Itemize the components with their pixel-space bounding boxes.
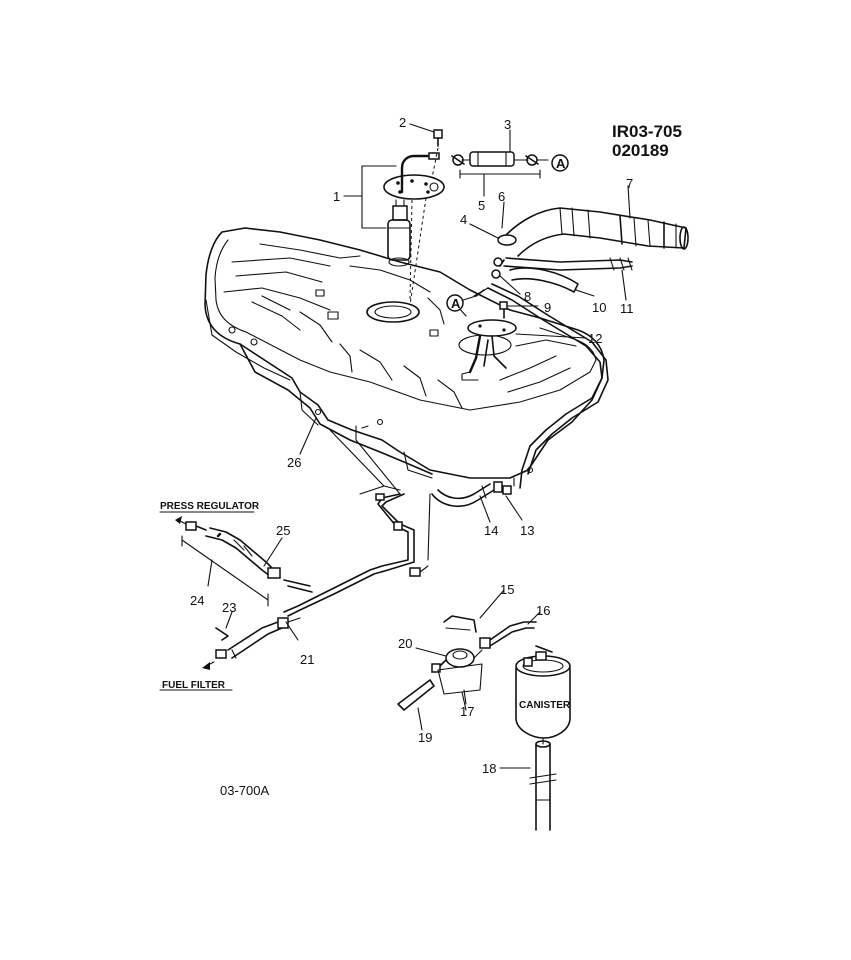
connector-a-label: A — [451, 296, 461, 311]
callout-26: 26 — [287, 455, 301, 470]
callout-8: 8 — [524, 289, 531, 304]
canister-assembly — [397, 615, 571, 831]
callout-12: 12 — [588, 331, 602, 346]
fuel-filter-label: FUEL FILTER — [162, 680, 226, 691]
callout-25: 25 — [276, 523, 290, 538]
fuel-lines — [473, 283, 609, 489]
hoses-13-14 — [427, 477, 515, 561]
callout-21: 21 — [300, 652, 314, 667]
callout-20: 20 — [398, 636, 412, 651]
callout-4: 4 — [460, 212, 467, 227]
connector-a-tank — [446, 289, 485, 312]
callout-23: 23 — [222, 600, 236, 615]
vent-hose-and-pipe — [491, 257, 633, 293]
callout-13: 13 — [520, 523, 534, 538]
callout-leaders — [225, 123, 631, 769]
fuel-tank — [204, 227, 605, 479]
figure-reference: 03-700A — [220, 783, 269, 798]
callout-5: 5 — [478, 198, 485, 213]
callout-10: 10 — [592, 300, 606, 315]
feed-pipes — [283, 425, 429, 617]
callout-24: 24 — [190, 593, 204, 608]
callout-6: 6 — [498, 189, 505, 204]
callout-18: 18 — [482, 761, 496, 776]
press-regulator-label: PRESS REGULATOR — [160, 501, 260, 512]
fuel-pump-assembly — [383, 129, 445, 306]
callout-1: 1 — [333, 189, 340, 204]
fuel-filter-hoses — [159, 617, 301, 691]
fuel-gauge-unit — [461, 301, 517, 381]
callout-16: 16 — [536, 603, 550, 618]
callout-2: 2 — [399, 115, 406, 130]
callout-7: 7 — [626, 176, 633, 191]
callout-15: 15 — [500, 582, 514, 597]
canister-label: CANISTER — [519, 700, 571, 711]
drawing-date-code: 020189 — [612, 141, 669, 160]
return-hose-assembly — [451, 151, 569, 197]
pressure-regulator-hoses — [159, 511, 281, 607]
callout-14: 14 — [484, 523, 498, 538]
callout-17: 17 — [460, 704, 474, 719]
callout-19: 19 — [418, 730, 432, 745]
callout-9: 9 — [544, 300, 551, 315]
callout-11: 11 — [620, 301, 634, 316]
drawing-code: IR03-705 — [612, 122, 682, 141]
filler-neck — [497, 207, 689, 257]
connector-a-label: A — [556, 156, 566, 171]
callout-3: 3 — [504, 117, 511, 132]
